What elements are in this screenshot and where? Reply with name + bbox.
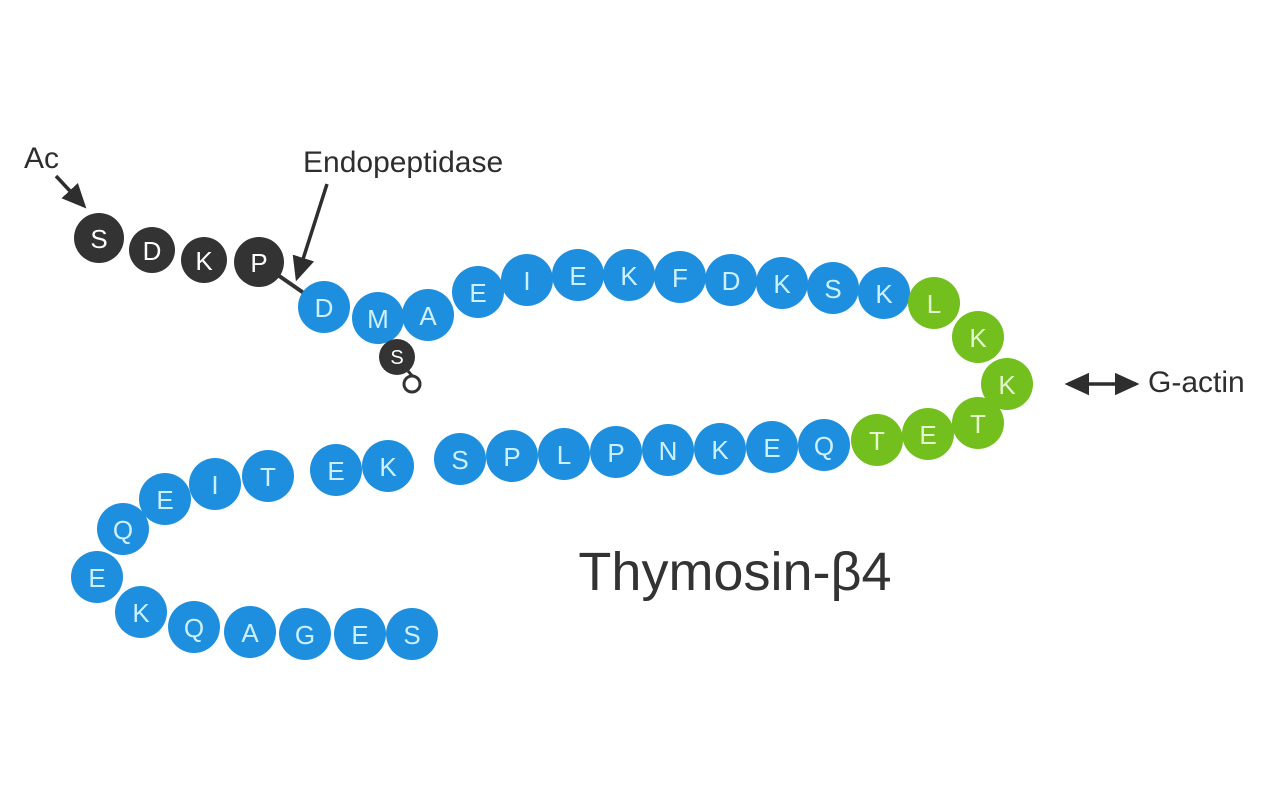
residue-circle[interactable] — [115, 586, 167, 638]
residue-k-11[interactable]: K — [603, 249, 655, 301]
residue-circle[interactable] — [334, 608, 386, 660]
residue-s-15[interactable]: S — [807, 262, 859, 314]
residue-circle[interactable] — [97, 503, 149, 555]
residue-circle[interactable] — [181, 237, 227, 283]
residue-e-8[interactable]: E — [452, 266, 504, 318]
residue-circle[interactable] — [224, 606, 276, 658]
residue-e-24[interactable]: E — [746, 421, 798, 473]
endopeptidase-label-arrow-icon — [292, 183, 329, 282]
residue-t-33[interactable]: T — [242, 450, 294, 502]
residue-circle[interactable] — [981, 358, 1033, 410]
residue-f-12[interactable]: F — [654, 251, 706, 303]
residue-e-21[interactable]: E — [902, 408, 954, 460]
residue-circle[interactable] — [552, 249, 604, 301]
modification-circle[interactable] — [379, 339, 415, 375]
residue-s-43[interactable]: S — [386, 608, 438, 660]
residue-e-32[interactable]: E — [310, 444, 362, 496]
residue-g-41[interactable]: G — [279, 608, 331, 660]
residue-k-18[interactable]: K — [952, 311, 1004, 363]
residue-p-29[interactable]: P — [486, 430, 538, 482]
residue-circle[interactable] — [486, 430, 538, 482]
residue-q-23[interactable]: Q — [798, 419, 850, 471]
residue-circle[interactable] — [756, 257, 808, 309]
residue-p-27[interactable]: P — [590, 426, 642, 478]
residue-circle[interactable] — [74, 213, 124, 263]
residue-a-40[interactable]: A — [224, 606, 276, 658]
residue-circle[interactable] — [590, 426, 642, 478]
residue-circle[interactable] — [452, 266, 504, 318]
residue-circle[interactable] — [71, 551, 123, 603]
residue-circle[interactable] — [234, 237, 284, 287]
residue-circle[interactable] — [642, 424, 694, 476]
residue-t-22[interactable]: T — [851, 414, 903, 466]
residue-circle[interactable] — [694, 423, 746, 475]
residue-circle[interactable] — [603, 249, 655, 301]
residue-circle[interactable] — [798, 419, 850, 471]
residue-e-10[interactable]: E — [552, 249, 604, 301]
residue-k-25[interactable]: K — [694, 423, 746, 475]
residue-circle[interactable] — [352, 292, 404, 344]
g-actin-label-text: G-actin — [1148, 366, 1245, 399]
residue-s-30[interactable]: S — [434, 433, 486, 485]
residue-k-38[interactable]: K — [115, 586, 167, 638]
residue-n-26[interactable]: N — [642, 424, 694, 476]
residue-e-37[interactable]: E — [71, 551, 123, 603]
residue-k-31[interactable]: K — [362, 440, 414, 492]
residue-k-3[interactable]: K — [181, 237, 227, 283]
residue-circle[interactable] — [952, 311, 1004, 363]
residue-circle[interactable] — [908, 277, 960, 329]
residue-circle[interactable] — [386, 608, 438, 660]
residue-circle[interactable] — [242, 450, 294, 502]
residue-circle[interactable] — [902, 408, 954, 460]
residue-circle[interactable] — [952, 397, 1004, 449]
residue-i-34[interactable]: I — [189, 458, 241, 510]
residue-s-1[interactable]: S — [74, 213, 124, 263]
phosphate-group-icon — [402, 374, 422, 394]
residue-q-39[interactable]: Q — [168, 601, 220, 653]
residue-a-7[interactable]: A — [402, 289, 454, 341]
residue-circle[interactable] — [129, 227, 175, 273]
endopeptidase-label: Endopeptidase — [292, 146, 503, 282]
ac-label: Ac — [24, 142, 87, 209]
residue-l-17[interactable]: L — [908, 277, 960, 329]
residue-d-5[interactable]: D — [298, 281, 350, 333]
residue-circle[interactable] — [139, 473, 191, 525]
residue-e-35[interactable]: E — [139, 473, 191, 525]
residue-p-4[interactable]: P — [234, 237, 284, 287]
residue-circle[interactable] — [538, 428, 590, 480]
residue-circle[interactable] — [746, 421, 798, 473]
residue-circle[interactable] — [858, 267, 910, 319]
ac-label-arrow-icon — [54, 174, 87, 209]
residue-circle[interactable] — [310, 444, 362, 496]
residue-circle[interactable] — [279, 608, 331, 660]
residue-t-20[interactable]: T — [952, 397, 1004, 449]
residue-circle[interactable] — [654, 251, 706, 303]
residue-circle[interactable] — [168, 601, 220, 653]
residue-e-42[interactable]: E — [334, 608, 386, 660]
residue-circle[interactable] — [501, 254, 553, 306]
residue-circle[interactable] — [434, 433, 486, 485]
residue-k-14[interactable]: K — [756, 257, 808, 309]
residue-q-36[interactable]: Q — [97, 503, 149, 555]
residue-d-2[interactable]: D — [129, 227, 175, 273]
endopeptidase-label-text: Endopeptidase — [303, 146, 503, 179]
residue-circle[interactable] — [705, 254, 757, 306]
g-actin-label: G-actin — [1064, 366, 1245, 399]
residue-k-16[interactable]: K — [858, 267, 910, 319]
residue-circle[interactable] — [402, 289, 454, 341]
ac-label-text: Ac — [24, 142, 59, 175]
residue-l-28[interactable]: L — [538, 428, 590, 480]
residue-circle[interactable] — [362, 440, 414, 492]
residue-m-6[interactable]: M — [352, 292, 404, 344]
residue-circle[interactable] — [298, 281, 350, 333]
residue-circle[interactable] — [189, 458, 241, 510]
page-title: Thymosin-β4 — [578, 542, 891, 602]
residue-i-9[interactable]: I — [501, 254, 553, 306]
residue-circle[interactable] — [807, 262, 859, 314]
residue-d-13[interactable]: D — [705, 254, 757, 306]
residue-circle[interactable] — [851, 414, 903, 466]
